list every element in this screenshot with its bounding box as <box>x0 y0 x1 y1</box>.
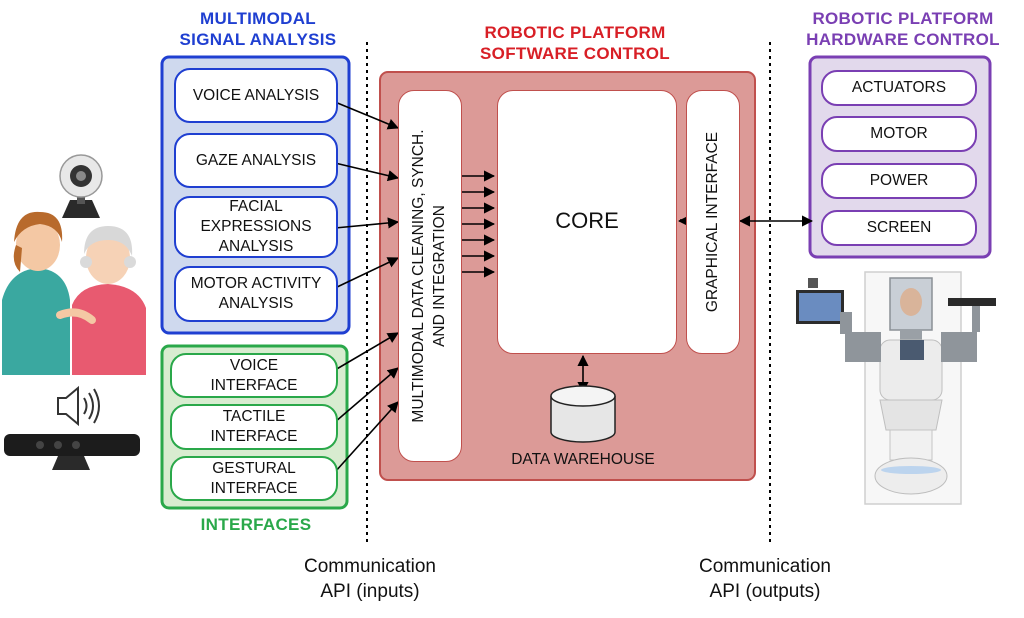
actuators-box: ACTUATORS <box>821 70 977 106</box>
hardware-header-line2: HARDWARE CONTROL <box>806 30 1000 49</box>
output-api-line2: API (outputs) <box>709 581 821 602</box>
power-label: POWER <box>869 172 929 189</box>
integration-to-core-arrows <box>462 170 496 278</box>
arrow-gestural-interface <box>334 401 399 473</box>
arrow-gaze-analysis <box>334 162 400 182</box>
speaker-icon <box>57 385 100 427</box>
motor-activity-analysis-label: MOTOR ACTIVITY ANALYSIS <box>190 275 322 312</box>
hardware-header-line1: ROBOTIC PLATFORM <box>812 9 994 28</box>
interfaces-header: INTERFACES <box>200 515 312 534</box>
arrow-voice-interface <box>334 332 399 371</box>
data-warehouse-label: DATA WAREHOUSE <box>511 451 655 468</box>
input-arrows <box>334 101 400 473</box>
gestural-interface-box: GESTURAL INTERFACE <box>170 456 338 501</box>
facial-expressions-analysis-box: FACIAL EXPRESSIONS ANALYSIS <box>174 196 338 258</box>
input-api-line2: API (inputs) <box>320 581 420 602</box>
graphical-interface-box <box>686 90 740 354</box>
integration-label-line1: MULTIMODAL DATA CLEANING, SYNCH. <box>410 129 427 423</box>
voice-analysis-box: VOICE ANALYSIS <box>174 68 338 123</box>
motor-box: MOTOR <box>821 116 977 152</box>
motor-label: MOTOR <box>870 125 928 142</box>
software-header-line2: SOFTWARE CONTROL <box>480 44 670 63</box>
graphical-interface-label: GRAPHICAL INTERFACE <box>704 131 721 313</box>
output-api-line1: Communication <box>699 556 831 577</box>
output-api-label: Communication API (outputs) <box>670 554 860 604</box>
arrow-voice-analysis <box>334 101 400 130</box>
actuators-label: ACTUATORS <box>851 79 947 96</box>
robot-illustration <box>796 271 996 505</box>
hardware-header: ROBOTIC PLATFORM HARDWARE CONTROL <box>790 8 1016 50</box>
tactile-interface-label: TACTILE INTERFACE <box>210 408 298 445</box>
multimodal-header-line2: SIGNAL ANALYSIS <box>179 30 337 49</box>
webcam-icon <box>59 154 103 218</box>
gestural-interface-label: GESTURAL INTERFACE <box>210 459 298 497</box>
screen-label: SCREEN <box>866 219 932 236</box>
voice-interface-label: VOICE INTERFACE <box>210 356 298 394</box>
caregiver-and-elderly-illustration <box>2 211 146 375</box>
multimodal-header: MULTIMODAL SIGNAL ANALYSIS <box>163 8 353 50</box>
voice-interface-box: VOICE INTERFACE <box>170 353 338 398</box>
gaze-analysis-label: GAZE ANALYSIS <box>195 151 317 169</box>
arrow-tactile-interface <box>334 367 399 423</box>
hardware-panel <box>808 55 992 259</box>
arrow-facial-analysis <box>334 217 400 229</box>
multimodal-panel <box>160 55 351 335</box>
power-box: POWER <box>821 163 977 199</box>
integration-box <box>398 90 462 462</box>
software-header: ROBOTIC PLATFORM SOFTWARE CONTROL <box>430 22 720 64</box>
kinect-sensor-icon <box>4 434 140 470</box>
gaze-analysis-box: GAZE ANALYSIS <box>174 133 338 188</box>
tactile-interface-box: TACTILE INTERFACE <box>170 404 338 450</box>
motor-activity-analysis-box: MOTOR ACTIVITY ANALYSIS <box>174 266 338 322</box>
screen-box: SCREEN <box>821 210 977 246</box>
facial-expressions-analysis-label: FACIAL EXPRESSIONS ANALYSIS <box>200 198 312 255</box>
voice-analysis-label: VOICE ANALYSIS <box>192 86 320 104</box>
input-api-line1: Communication <box>304 556 436 577</box>
data-warehouse-icon <box>550 385 616 443</box>
core-box <box>497 90 677 354</box>
core-label: CORE <box>555 208 619 233</box>
input-api-label: Communication API (inputs) <box>280 554 460 604</box>
arrow-motor-analysis <box>334 257 400 289</box>
multimodal-header-line1: MULTIMODAL <box>200 9 316 28</box>
integration-label-line2: AND INTEGRATION <box>431 205 448 347</box>
software-header-line1: ROBOTIC PLATFORM <box>484 23 666 42</box>
